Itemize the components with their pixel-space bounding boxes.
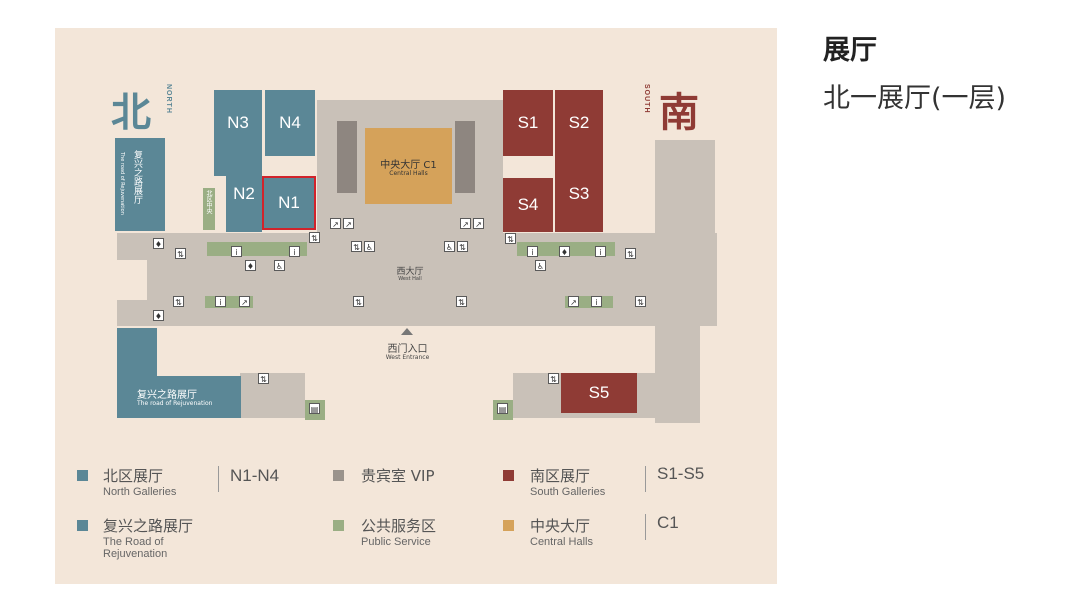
elevator-icon[interactable]: ⇅ — [505, 233, 516, 244]
elevator-icon[interactable]: ⇅ — [173, 296, 184, 307]
gallery-s2[interactable]: S2 — [555, 90, 603, 156]
accessibility-icon[interactable]: ♿ — [535, 260, 546, 271]
elevator-icon[interactable]: ⇅ — [309, 232, 320, 243]
accessibility-icon[interactable]: ♿ — [444, 241, 455, 252]
legend-swatch-public-service — [333, 520, 344, 531]
central-hall-label: 中央大厅 C1 — [380, 160, 437, 171]
escalator-icon[interactable]: ↗ — [330, 218, 341, 229]
rejuvenation-bottom-label: 复兴之路展厅 — [137, 390, 197, 401]
escalator-icon[interactable]: ↗ — [239, 296, 250, 307]
legend-central-code: C1 — [657, 513, 679, 532]
info-icon[interactable]: i — [231, 246, 242, 257]
restroom-icon[interactable]: ♦ — [153, 310, 164, 321]
gallery-n2-notch — [214, 156, 226, 176]
gallery-n2[interactable]: N2 — [226, 156, 262, 232]
legend-public-service-cn: 公共服务区 — [361, 517, 437, 535]
legend-south-en: South Galleries — [530, 486, 606, 498]
south-label-en: SOUTH — [643, 84, 650, 114]
escalator-icon[interactable]: ↗ — [343, 218, 354, 229]
north-label: 北 — [111, 89, 151, 136]
legend-north-cn: 北区展厅 — [103, 467, 164, 485]
legend-divider — [645, 514, 646, 540]
panel-subtitle: 北一展厅(一层) — [823, 83, 1007, 114]
accessibility-icon[interactable]: ♿ — [364, 241, 375, 252]
rejuvenation-vertical-label-en: The road of Rejuvenation — [119, 152, 125, 215]
panel-title: 展厅 — [823, 35, 877, 66]
info-icon[interactable]: i — [289, 246, 300, 257]
legend-swatch-central — [503, 520, 514, 531]
elevator-icon[interactable]: ⇅ — [353, 296, 364, 307]
gallery-s1[interactable]: S1 — [503, 90, 553, 156]
gallery-s4[interactable]: S4 — [503, 178, 553, 232]
rejuvenation-vertical-label: 复兴之路展厅 — [132, 150, 142, 204]
north-label-en: NORTH — [165, 84, 172, 114]
east-wing — [655, 140, 715, 240]
legend-swatch-vip — [333, 470, 344, 481]
legend-north-code: N1-N4 — [230, 466, 280, 485]
south-label: 南 — [659, 89, 699, 136]
accessibility-icon[interactable]: ♿ — [274, 260, 285, 271]
elevator-icon[interactable]: ⇅ — [457, 241, 468, 252]
gallery-n3[interactable]: N3 — [214, 90, 262, 156]
vip-left — [337, 121, 357, 193]
elevator-icon[interactable]: ⇅ — [456, 296, 467, 307]
legend-rejuvenation-cn: 复兴之路展厅 — [103, 517, 194, 535]
restroom-icon[interactable]: ♦ — [153, 238, 164, 249]
service-north: 北区中央 — [203, 188, 215, 230]
rejuvenation-bottom-label-en: The road of Rejuvenation — [137, 400, 213, 407]
legend-swatch-rejuvenation — [77, 520, 88, 531]
legend-south-code: S1-S5 — [657, 464, 705, 483]
elevator-icon[interactable]: ⇅ — [258, 373, 269, 384]
exhibit-icon[interactable]: ▤ — [309, 403, 320, 414]
legend-central-cn: 中央大厅 — [530, 517, 591, 535]
info-icon[interactable]: i — [595, 246, 606, 257]
central-hall-c1[interactable]: 中央大厅 C1 Central Halls — [365, 128, 452, 204]
legend-swatch-north — [77, 470, 88, 481]
service-north-label: 北区中央 — [205, 190, 212, 214]
elevator-icon[interactable]: ⇅ — [625, 248, 636, 259]
escalator-icon[interactable]: ↗ — [568, 296, 579, 307]
rejuvenation-gallery-south-a — [117, 328, 157, 380]
legend-north-en: North Galleries — [103, 486, 177, 498]
exhibit-icon[interactable]: ▤ — [497, 403, 508, 414]
gallery-n4[interactable]: N4 — [265, 90, 315, 156]
legend-rejuvenation-en: The Road of Rejuvenation — [103, 536, 168, 560]
entrance-arrow-icon — [401, 328, 413, 335]
central-hall-label-en: Central Halls — [389, 170, 428, 177]
rejuvenation-gallery-south[interactable]: 复兴之路展厅 The road of Rejuvenation — [117, 376, 241, 418]
elevator-icon[interactable]: ⇅ — [175, 248, 186, 259]
restroom-icon[interactable]: ♦ — [559, 246, 570, 257]
museum-floor-map: 北 NORTH SOUTH 南 中央大厅 C1 Central Halls 西大… — [55, 28, 777, 584]
elevator-icon[interactable]: ⇅ — [548, 373, 559, 384]
escalator-icon[interactable]: ↗ — [460, 218, 471, 229]
info-icon[interactable]: i — [591, 296, 602, 307]
gallery-n1[interactable]: N1 — [262, 176, 316, 230]
rejuvenation-gallery-north[interactable]: 复兴之路展厅 The road of Rejuvenation — [115, 138, 165, 231]
info-icon[interactable]: i — [527, 246, 538, 257]
light-well — [117, 260, 147, 300]
legend-public-service-en: Public Service — [361, 536, 431, 548]
west-hall-label: 西大厅 — [396, 267, 424, 277]
legend-vip-cn: 贵宾室 VIP — [361, 467, 435, 485]
vip-right — [455, 121, 475, 193]
elevator-icon[interactable]: ⇅ — [351, 241, 362, 252]
west-entrance-label-en: West Entrance — [385, 354, 430, 361]
west-entrance-label: 西门入口 — [387, 344, 428, 355]
legend-south-cn: 南区展厅 — [530, 467, 591, 485]
elevator-icon[interactable]: ⇅ — [635, 296, 646, 307]
legend-central-en: Central Halls — [530, 536, 593, 548]
west-hall-label-en: West Hall — [398, 276, 422, 282]
gallery-s3[interactable]: S3 — [555, 156, 603, 232]
north-lower-corridor — [240, 373, 305, 418]
escalator-icon[interactable]: ↗ — [473, 218, 484, 229]
gallery-s5[interactable]: S5 — [561, 373, 637, 413]
restroom-icon[interactable]: ♦ — [245, 260, 256, 271]
legend-divider — [218, 466, 219, 492]
info-icon[interactable]: i — [215, 296, 226, 307]
legend-swatch-south — [503, 470, 514, 481]
legend-divider — [645, 466, 646, 492]
